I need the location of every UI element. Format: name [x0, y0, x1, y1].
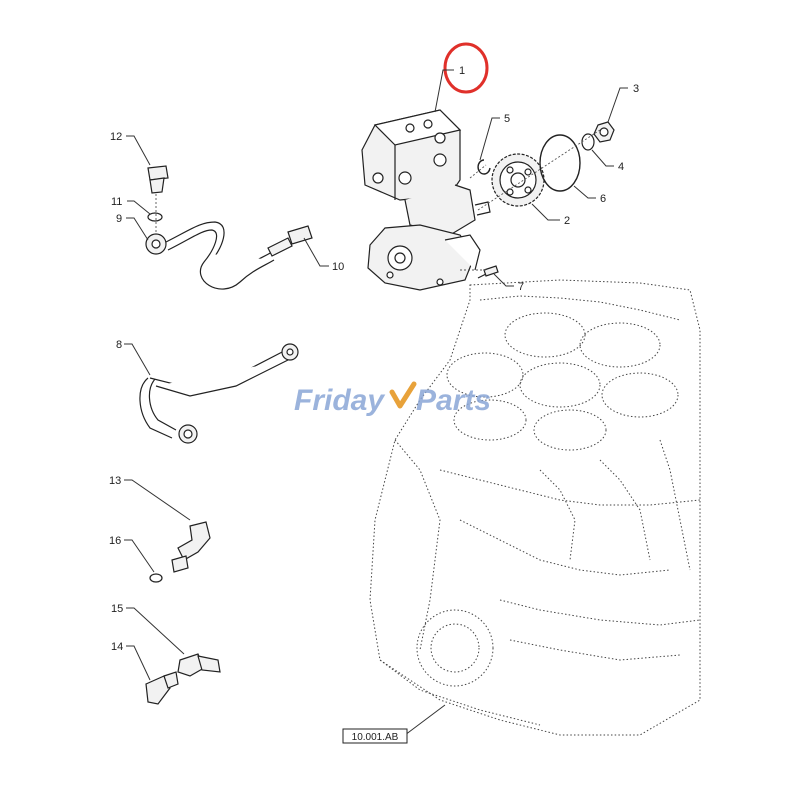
highlight-circle	[443, 42, 489, 94]
o-ring	[539, 134, 581, 192]
elbow-fitting-b	[145, 653, 221, 705]
callout-6: 6	[600, 193, 606, 205]
callout-15: 15	[111, 603, 123, 615]
bent-pipe	[139, 343, 299, 444]
engine-block	[369, 279, 701, 736]
callout-10: 10	[332, 261, 344, 273]
air-compressor	[361, 109, 491, 291]
watermark-text-parts: Parts	[416, 384, 491, 417]
callout-9: 9	[116, 213, 122, 225]
elbow-fitting-a	[149, 521, 211, 583]
callout-7: 7	[518, 281, 524, 293]
bolt	[477, 265, 499, 279]
watermark-check-icon	[389, 381, 417, 409]
watermark-text-friday: Friday	[294, 384, 385, 417]
callout-11: 11	[111, 196, 122, 208]
callout-5: 5	[504, 113, 510, 125]
callout-14: 14	[111, 641, 123, 653]
drive-gear	[491, 153, 545, 207]
callout-2: 2	[564, 215, 570, 227]
callout-8: 8	[116, 339, 122, 351]
hex-nut	[593, 121, 615, 143]
leader-lines	[124, 69, 628, 681]
callout-12: 12	[110, 131, 122, 143]
washer	[581, 133, 595, 151]
snap-ring	[477, 159, 491, 175]
watermark: Friday Parts	[294, 381, 491, 417]
callout-13: 13	[109, 475, 121, 487]
callouts: 1 2 3 4 5 6 7 8 9 10 11 12 13 14 15 16	[109, 65, 639, 653]
callout-16: 16	[109, 535, 121, 547]
reference-label: 10.001.AB	[342, 704, 446, 744]
oil-pipe-assembly	[145, 165, 313, 290]
callout-1: 1	[459, 65, 465, 77]
callout-3: 3	[633, 83, 639, 95]
reference-label-text: 10.001.AB	[352, 732, 399, 743]
callout-4: 4	[618, 161, 624, 173]
